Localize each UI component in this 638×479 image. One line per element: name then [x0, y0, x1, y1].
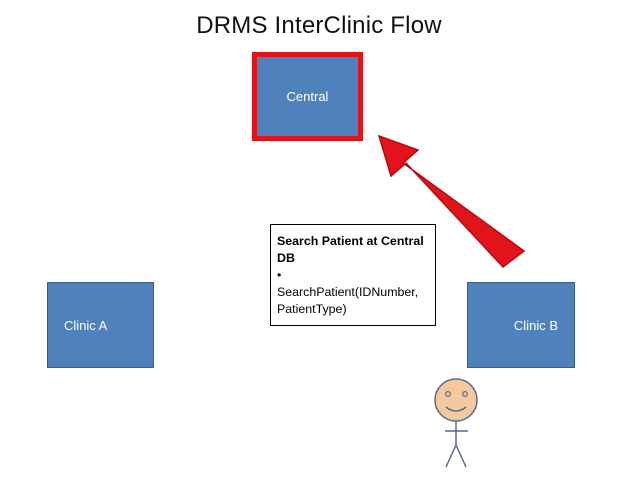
- clinic-b-node: Clinic B: [467, 282, 575, 368]
- central-node-label: Central: [286, 89, 329, 104]
- search-patient-note: Search Patient at Central DB • SearchPat…: [270, 224, 436, 326]
- actor-right-eye: [462, 391, 469, 398]
- actor-left-eye: [445, 391, 452, 398]
- actor-left-leg: [445, 444, 457, 468]
- flow-arrow: [377, 134, 526, 269]
- actor-smile: [445, 406, 467, 412]
- note-heading: Search Patient at Central DB: [277, 234, 424, 265]
- note-bullet: •: [277, 268, 282, 282]
- note-method-call: SearchPatient(IDNumber, PatientType): [277, 285, 419, 316]
- clinic-b-node-label: Clinic B: [513, 317, 558, 333]
- clinic-a-node-label: Clinic A: [64, 317, 108, 333]
- central-node: Central: [252, 52, 363, 141]
- actor-head: [434, 378, 478, 422]
- user-actor-icon: [434, 378, 478, 468]
- clinic-a-node: Clinic A: [47, 282, 154, 368]
- diagram-title: DRMS InterClinic Flow: [196, 12, 442, 39]
- actor-right-leg: [455, 444, 467, 468]
